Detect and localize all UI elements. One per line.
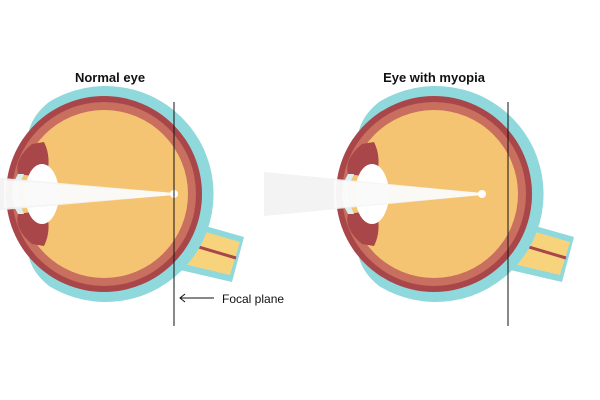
light-beam-core-myopia xyxy=(334,180,482,208)
myopia-eye-title: Eye with myopia xyxy=(383,70,485,85)
light-beam-core-normal xyxy=(4,180,174,208)
normal-eye xyxy=(0,86,244,302)
myopia-eye xyxy=(264,86,574,302)
normal-eye-title: Normal eye xyxy=(74,70,146,85)
focal-point-myopia xyxy=(478,190,486,198)
focal-plane-label: Focal plane xyxy=(222,292,285,306)
focal-plane-arrow xyxy=(179,293,214,303)
